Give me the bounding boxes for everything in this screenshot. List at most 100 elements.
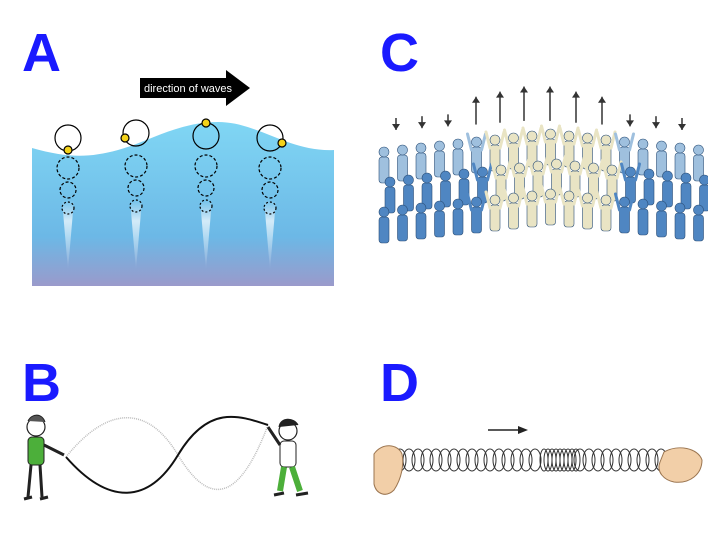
- slinky-coil: [618, 448, 632, 472]
- crowd-person: [440, 170, 451, 208]
- slinky-coil: [465, 448, 479, 472]
- crowd-person: [693, 204, 704, 242]
- rope-ghost: [65, 417, 269, 491]
- panel-b-letter: B: [22, 353, 61, 413]
- down-arrow: [444, 114, 452, 127]
- crowd-person: [643, 168, 655, 206]
- crowd-person: [674, 142, 686, 180]
- slinky-coil: [492, 448, 506, 472]
- crowd-person: [699, 174, 708, 212]
- crowd-person: [484, 190, 506, 232]
- crowd-person: [421, 172, 433, 210]
- rope-wave-illustration: [23, 414, 309, 501]
- crowd-person: [662, 170, 673, 208]
- up-arrow: [496, 91, 504, 123]
- up-arrow: [572, 91, 580, 123]
- left-hand: [373, 445, 404, 495]
- crowd-person: [415, 142, 427, 180]
- up-arrow: [472, 96, 480, 125]
- crowd-person: [466, 132, 487, 174]
- slinky-coils: [393, 448, 668, 472]
- water-body: [32, 122, 334, 286]
- slinky-coil: [510, 448, 524, 472]
- down-arrow: [652, 116, 660, 129]
- orbit-column-1: [54, 124, 82, 270]
- crowd-person: [434, 200, 445, 238]
- up-arrow: [520, 86, 528, 121]
- crowd-person: [674, 202, 686, 240]
- crowd-person: [656, 200, 667, 238]
- slinky-illustration: [373, 426, 703, 495]
- crowd-person: [558, 186, 580, 228]
- down-arrow: [626, 114, 634, 127]
- water-wave-illustration: direction of waves: [32, 70, 334, 286]
- crowd-person: [577, 188, 598, 230]
- orbit-column-2: [120, 119, 150, 270]
- slinky-coil: [573, 448, 587, 472]
- direction-arrow: direction of waves: [140, 70, 250, 106]
- crowd-person: [403, 174, 414, 212]
- crowd-person: [397, 144, 408, 182]
- slinky-coil: [645, 448, 659, 472]
- crowd-person: [434, 140, 445, 178]
- crowd-person: [540, 184, 561, 226]
- crowd-person: [521, 186, 543, 228]
- crowd-person: [415, 202, 427, 240]
- crowd-person: [378, 206, 390, 244]
- slinky-coil: [609, 448, 623, 472]
- crowd-wave-illustration: [378, 86, 708, 244]
- crowd-person: [620, 162, 641, 204]
- down-arrow: [418, 116, 426, 129]
- crowd-person: [384, 176, 396, 214]
- slinky-coil: [420, 448, 434, 472]
- slinky-coil: [411, 448, 425, 472]
- left-person: [23, 414, 65, 501]
- crowd-person: [509, 158, 530, 200]
- particle-orbits: [54, 118, 287, 270]
- crowd-person: [466, 192, 487, 234]
- slinky-coil: [438, 448, 452, 472]
- slinky-coil: [636, 448, 650, 472]
- slinky-coil: [567, 448, 577, 472]
- slinky-coil: [519, 448, 533, 472]
- rope: [65, 415, 269, 494]
- slinky-coil: [456, 448, 470, 472]
- crowd-person: [378, 146, 390, 184]
- down-arrow: [392, 118, 400, 130]
- slinky-coil: [600, 448, 614, 472]
- crowd-person: [693, 144, 704, 182]
- crowd-person: [472, 162, 493, 204]
- slinky-coil: [474, 448, 488, 472]
- slinky-coil: [447, 448, 461, 472]
- up-arrow: [546, 86, 554, 121]
- orbit-column-3: [192, 118, 220, 270]
- slinky-coil: [528, 448, 542, 472]
- slinky-coil: [483, 448, 497, 472]
- slinky-coil: [429, 448, 443, 472]
- direction-label: direction of waves: [144, 83, 233, 95]
- crowd-person: [614, 192, 635, 234]
- crowd-person: [484, 130, 506, 172]
- slinky-coil: [591, 448, 605, 472]
- panel-c-letter: C: [380, 23, 419, 83]
- crowd-person: [503, 188, 524, 230]
- right-person: [266, 418, 309, 497]
- crowd-person: [656, 140, 667, 178]
- crowd-person: [637, 198, 649, 236]
- slinky-coil: [571, 448, 581, 472]
- down-arrow: [678, 118, 686, 130]
- panel-a-letter: A: [22, 23, 61, 83]
- slinky-coil: [627, 448, 641, 472]
- crowd-person: [397, 204, 408, 242]
- right-hand: [658, 447, 703, 483]
- crowd-person: [452, 138, 464, 176]
- up-arrow: [598, 96, 606, 125]
- crowd-person: [458, 168, 470, 206]
- panel-d-letter: D: [380, 353, 419, 413]
- slinky-coil: [582, 448, 596, 472]
- crowd-person: [637, 138, 649, 176]
- orbit-column-4: [256, 124, 287, 270]
- slinky-coil: [501, 448, 515, 472]
- crowd-person: [452, 198, 464, 236]
- crowd-person: [595, 190, 617, 232]
